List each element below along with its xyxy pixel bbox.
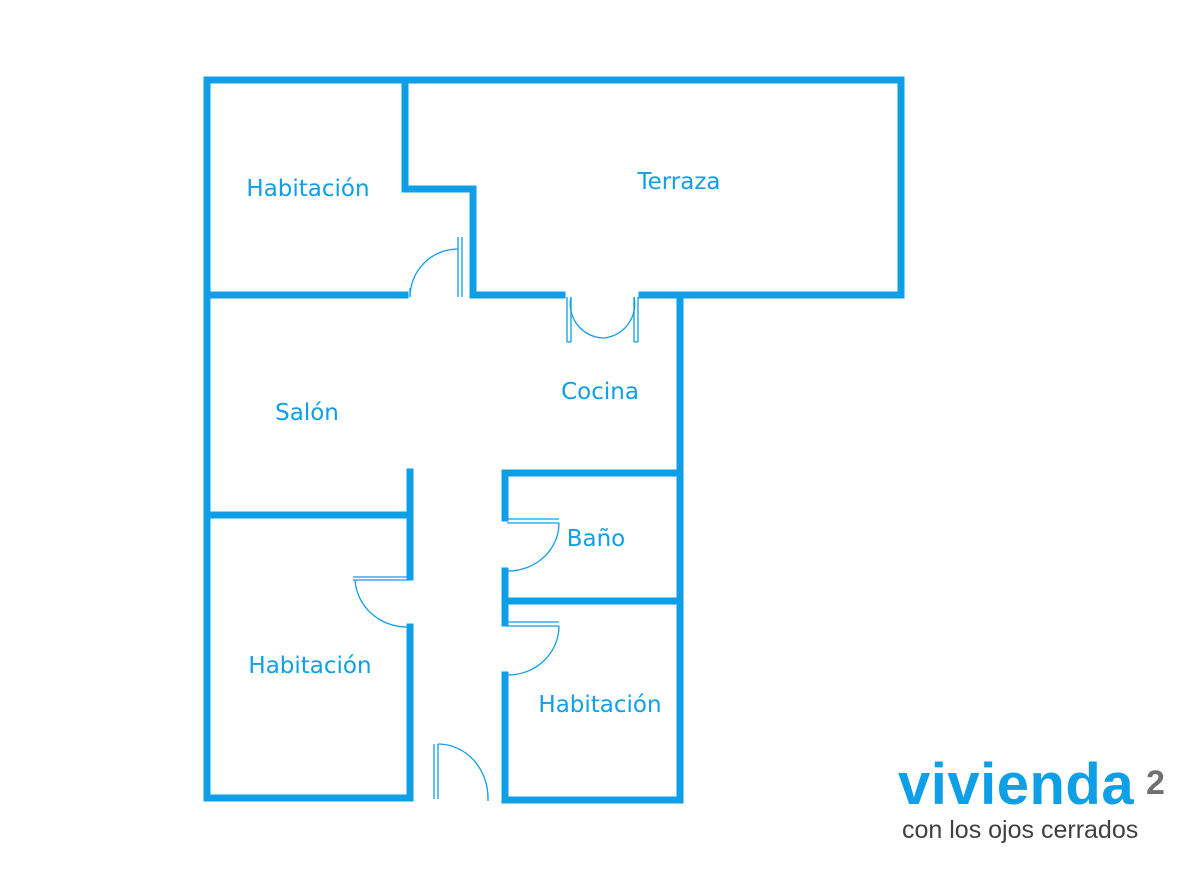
brand-tagline: con los ojos cerrados bbox=[902, 816, 1139, 844]
room-label-habitacion-left: Habitación bbox=[248, 653, 371, 679]
door-bedroom-right bbox=[507, 621, 560, 676]
door-bedroom-left bbox=[353, 576, 409, 628]
room-label-bano: Baño bbox=[567, 526, 626, 552]
room-labels: Habitación Terraza Salón Cocina Baño Hab… bbox=[246, 169, 720, 718]
door-bedroom-top bbox=[409, 237, 463, 298]
door-bathroom bbox=[507, 518, 560, 572]
room-label-salon: Salón bbox=[275, 400, 339, 426]
brand-logo: vivienda 2 con los ojos cerrados bbox=[898, 752, 1188, 852]
doors bbox=[353, 237, 639, 801]
door-entrance bbox=[433, 743, 489, 801]
door-terraza-double bbox=[566, 296, 639, 343]
room-label-terraza: Terraza bbox=[636, 169, 720, 195]
brand-name: vivienda bbox=[898, 752, 1135, 817]
walls bbox=[203, 76, 905, 804]
room-label-cocina: Cocina bbox=[561, 379, 639, 405]
room-label-habitacion-top: Habitación bbox=[246, 176, 369, 202]
room-label-habitacion-right: Habitación bbox=[538, 692, 661, 718]
brand-superscript: 2 bbox=[1146, 764, 1165, 802]
